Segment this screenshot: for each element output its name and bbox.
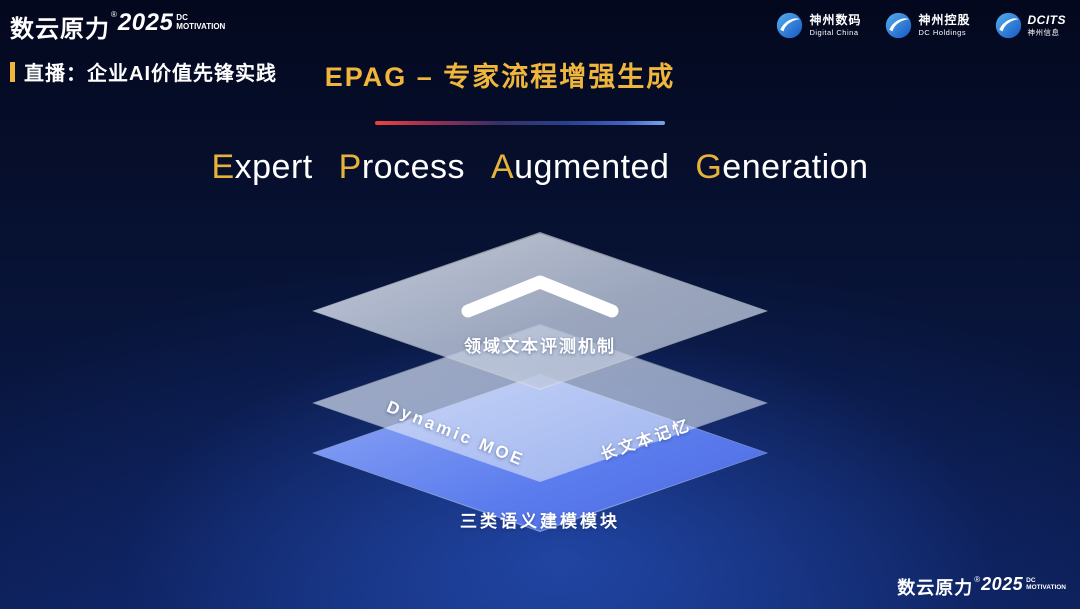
brand-subtitle: DC MOTIVATION — [176, 13, 226, 32]
logo-dc-holdings: 神州控股 DC Holdings — [885, 12, 970, 39]
brand-year: 2025 — [117, 9, 174, 36]
brand-name: 数云原力 — [10, 16, 110, 43]
live-broadcast-label: 直播：企业AI价值先锋实践 — [10, 57, 277, 86]
registered-mark: ® — [974, 575, 981, 584]
logo-digital-china: 神州数码 Digital China — [776, 12, 861, 39]
gradient-divider-line — [375, 121, 665, 125]
partner-logos: 神州数码 Digital China 神州控股 DC Holdings DCIT… — [776, 12, 1066, 39]
live-label-text: 直播：企业AI价值先锋实践 — [24, 63, 277, 85]
chevron-up-icon — [461, 275, 619, 318]
brand-logo-bottom-right: 数云原力 ® 2025 DC MOTIVATION — [897, 574, 1066, 600]
top-layer-label: 领域文本评测机制 — [464, 337, 616, 356]
dc-holdings-swoosh-icon — [886, 12, 912, 39]
brand-subtitle: DC MOTIVATION — [1026, 577, 1066, 592]
logo-name-en: DC Holdings — [918, 28, 967, 38]
logo-dcits: DCITS 神州信息 — [995, 12, 1067, 39]
slide-title: EPAG – 专家流程增强生成 — [324, 62, 676, 92]
logo-name-en: Digital China — [809, 28, 859, 38]
brand-year: 2025 — [981, 574, 1024, 594]
logo-name-cn: 神州数码 — [809, 13, 862, 28]
layer-stack-diagram: 领域文本评测机制 Dynamic MOE 长文本记忆 三类语义建模模块 — [312, 232, 768, 542]
digital-china-swoosh-icon — [777, 12, 803, 39]
brand-name: 数云原力 — [897, 578, 974, 598]
top-layer: 领域文本评测机制 — [312, 232, 768, 390]
dcits-swoosh-icon — [995, 12, 1021, 39]
bottom-layer-label: 三类语义建模模块 — [460, 512, 620, 531]
registered-mark: ® — [111, 10, 117, 19]
brand-logo-top-left: 数云原力 ® 2025 DC MOTIVATION — [10, 9, 225, 44]
logo-name-cn: 神州控股 — [918, 13, 971, 28]
logo-name-en: DCITS — [1027, 13, 1066, 28]
gold-accent-bar — [10, 61, 15, 82]
page-title: Expert Process Augmented Generation — [211, 148, 869, 186]
logo-name-cn: 神州信息 — [1027, 28, 1060, 38]
